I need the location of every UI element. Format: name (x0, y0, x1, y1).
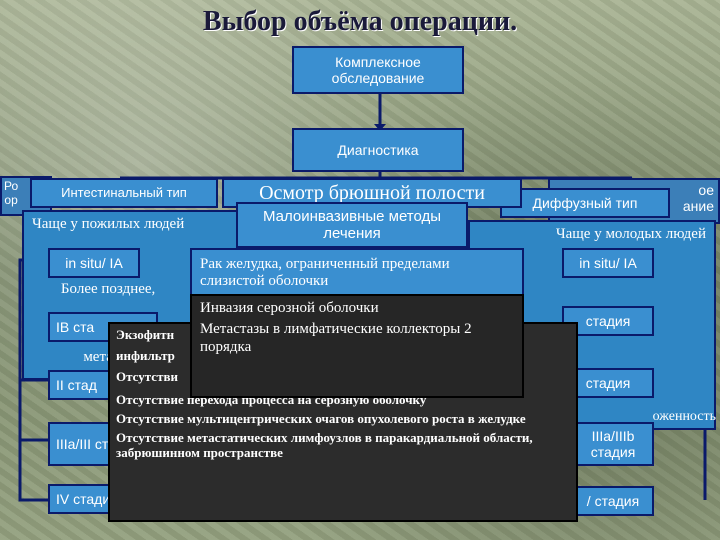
criteria-infiltr: инфильтр (116, 347, 175, 363)
diffuse-type-label: Диффузный тип (532, 194, 638, 211)
in-situ-right-box: in situ/ IA (562, 248, 654, 278)
in-situ-left-label: in situ/ IA (65, 254, 123, 271)
right-note-label: оженность (652, 408, 716, 424)
iiia-right-box: IIIa/IIIb стадия (572, 422, 654, 466)
page-title: Выбор объёма операции. (202, 6, 518, 37)
serosa-metastases-box: Инвазия серозной оболочки Метастазы в ли… (190, 294, 524, 398)
diagnostics-box: Диагностика (292, 128, 464, 172)
iv-left-label: IV стади (56, 490, 111, 507)
right-panel-line-1: Чаще у молодых людей (555, 226, 706, 242)
serosa-label: Инвазия серозной оболочки (200, 300, 379, 316)
abdominal-exam-label: Осмотр брюшной полости (259, 181, 485, 204)
ii-right-label: стадия (585, 374, 631, 391)
criteria-absence-partial: Отсутстви (116, 368, 178, 384)
left-back-label: Ро (4, 179, 19, 193)
in-situ-right-label: in situ/ IA (579, 254, 637, 271)
criteria-item: Отсутствие метастатических лимфоузлов в … (116, 429, 533, 460)
diagnostics-label: Диагностика (337, 141, 419, 158)
right-note: оженность (560, 404, 716, 430)
iiia-right-label: IIIa/IIIb стадия (590, 427, 636, 460)
intestinal-type-label: Интестинальный тип (61, 184, 187, 200)
ib-left-label: IB ста (56, 318, 95, 335)
diffuse-type-box: Диффузный тип (500, 188, 670, 218)
criteria-item: Отсутствие мультицентрических очагов опу… (116, 410, 526, 426)
ib-right-label: стадия (585, 312, 631, 329)
left-panel-line-1: Чаще у пожилых людей (32, 216, 185, 232)
right-back-label-2: ание (682, 198, 714, 215)
stomach-cancer-label: Рак желудка, ограниченный пределами слиз… (200, 255, 450, 289)
right-back-label: ое (698, 182, 714, 198)
left-back-label-2: ор (4, 192, 18, 207)
criteria-exophytic: Экзофитн (116, 327, 175, 342)
minimally-invasive-label: Малоинвазивные методы лечения (262, 207, 442, 242)
iv-right-box: / стадия (572, 486, 654, 516)
complex-examination-label: Комплексное обследование (331, 53, 425, 86)
metastases-label: Метастазы в лимфатические коллекторы 2 п… (200, 321, 472, 355)
complex-examination-box: Комплексное обследование (292, 46, 464, 94)
ii-left-label: II стад (56, 376, 97, 393)
stomach-cancer-box: Рак желудка, ограниченный пределами слиз… (190, 248, 524, 298)
criteria-box: Экзофитн инфильтр Отсутстви Отсутствие п… (108, 322, 578, 522)
minimally-invasive-box: Малоинвазивные методы лечения (236, 202, 468, 248)
intestinal-type-box: Интестинальный тип (30, 178, 218, 208)
iv-right-label: / стадия (586, 492, 640, 509)
left-panel-line-2: Более позднее, (60, 281, 156, 298)
in-situ-left-box: in situ/ IA (48, 248, 140, 278)
